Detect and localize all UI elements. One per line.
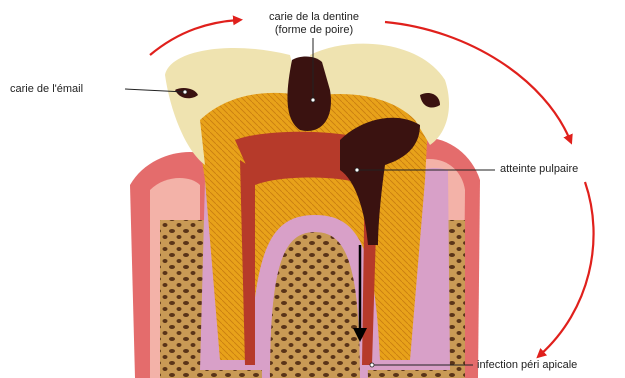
label-periapical-infection: infection péri apicale	[477, 359, 577, 372]
label-dentin-caries-shape: (forme de poire)	[244, 24, 384, 37]
label-pulp-involvement: atteinte pulpaire	[500, 163, 578, 176]
label-enamel-caries: carie de l'émail	[10, 83, 83, 96]
label-dentin-caries: carie de la dentine	[244, 11, 384, 24]
red-arrow-lower	[540, 182, 594, 355]
